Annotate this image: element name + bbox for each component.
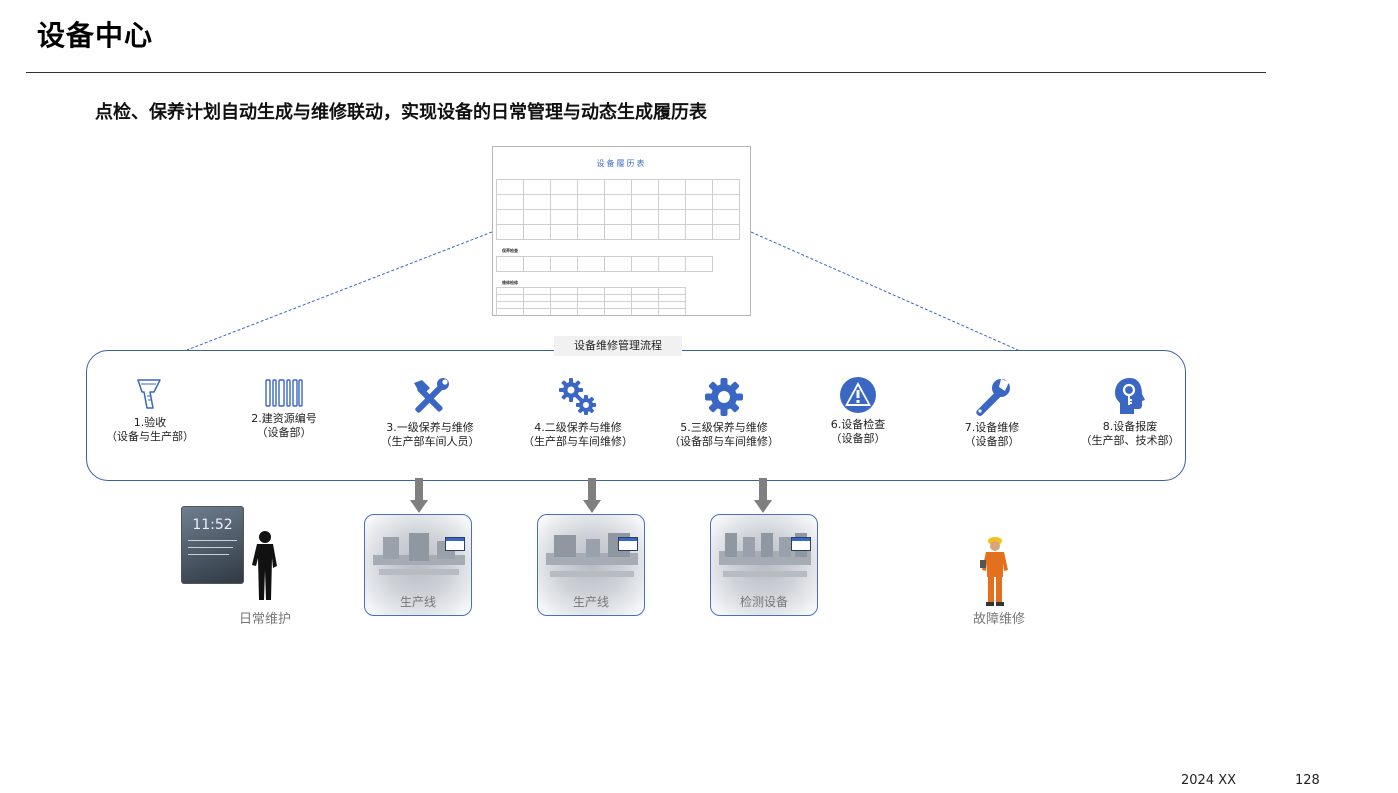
production-line-photo: 生产线 (537, 514, 645, 616)
tools-icon (414, 378, 449, 413)
history-form-info-table (496, 179, 740, 240)
flow-step-label: 8.设备报废 (1102, 420, 1158, 433)
flow-step-equipment-scrapping: 8.设备报废 （生产部、技术部） (1060, 376, 1200, 448)
page-subtitle: 点检、保养计划自动生成与维修联动，实现设备的日常管理与动态生成履历表 (95, 102, 707, 123)
phone-notification-line (188, 540, 237, 541)
page-title: 设备中心 (37, 19, 154, 52)
title-divider (26, 72, 1266, 73)
monitor-icon (445, 537, 465, 551)
maintenance-flow-panel (86, 350, 1186, 481)
flow-step-department: （设备部） (256, 426, 312, 439)
flow-step-level2-maintenance: 4.二级保养与维修 （生产部与车间维修） (508, 377, 648, 449)
history-form-repair-table (496, 287, 686, 315)
phone-notification-line (188, 547, 233, 548)
page-number: 128 (1295, 773, 1320, 788)
flow-step-label: 1.验收 (133, 416, 167, 429)
phone-notification-line (188, 554, 229, 555)
flow-step-acceptance: 1.验收 （设备与生产部） (80, 376, 220, 444)
head-key-icon (1115, 378, 1145, 414)
photo-caption: 生产线 (399, 595, 436, 609)
equipment-history-form: 设备履历表 保养检查 维修检修 (492, 146, 751, 316)
history-form-section-repair: 维修检修 (502, 280, 518, 285)
inspection-equipment-photo: 检测设备 (710, 514, 818, 616)
flow-step-level3-maintenance: 5.三级保养与维修 （设备部与车间维修） (654, 377, 794, 449)
phone-clock: 11:52 (192, 517, 233, 533)
flow-panel-label: 设备维修管理流程 (554, 336, 682, 356)
flow-step-department: （生产部、技术部） (1080, 434, 1180, 447)
factory-floor-image (719, 533, 811, 577)
flow-step-department: （设备与生产部） (106, 430, 194, 443)
wrench-icon (976, 379, 1010, 417)
gears-icon (559, 378, 596, 415)
factory-floor-image (373, 533, 465, 575)
flow-step-department: （生产部车间人员） (380, 435, 480, 448)
flow-step-asset-numbering: 2.建资源编号 （设备部） (214, 378, 354, 440)
gear-icon (705, 378, 743, 416)
footer-year: 2024 XX (1181, 773, 1237, 788)
down-arrow-icon (754, 478, 772, 513)
flow-step-label: 3.一级保养与维修 (386, 421, 474, 434)
flow-step-department: （设备部与车间维修） (669, 435, 779, 448)
history-form-section-maintenance: 保养检查 (502, 248, 518, 253)
factory-floor-image (546, 533, 638, 577)
repair-worker-image (980, 537, 1008, 606)
photo-caption: 检测设备 (739, 595, 788, 609)
flow-step-label: 2.建资源编号 (251, 412, 317, 425)
flow-step-label: 6.设备检查 (830, 418, 886, 431)
flow-step-label: 5.三级保养与维修 (680, 421, 768, 434)
production-line-photo: 生产线 (364, 514, 472, 616)
down-arrow-icon (583, 478, 601, 513)
warning-icon (840, 377, 876, 413)
worker-silhouette-image (252, 531, 277, 600)
barcode-icon (265, 379, 303, 407)
down-arrow-icon (410, 478, 428, 513)
flow-step-label: 7.设备维修 (964, 421, 1020, 434)
flow-step-department: （生产部与车间维修） (523, 435, 633, 448)
flow-step-department: （设备部） (830, 432, 886, 445)
flow-step-department: （设备部） (964, 435, 1020, 448)
flow-step-equipment-repair: 7.设备维修 （设备部） (922, 377, 1062, 449)
flow-step-label: 4.二级保养与维修 (534, 421, 622, 434)
flow-step-level1-maintenance: 3.一级保养与维修 （生产部车间人员） (360, 377, 500, 449)
phone-notification-image: 11:52 (181, 506, 244, 584)
monitor-icon (791, 537, 811, 551)
history-form-maintenance-table (496, 256, 713, 272)
history-form-title: 设备履历表 (596, 159, 647, 168)
photo-caption: 生产线 (572, 595, 609, 609)
barcode-scanner-icon (137, 379, 161, 409)
scene-caption-fault-repair: 故障维修 (973, 612, 1026, 627)
monitor-icon (618, 537, 638, 551)
flow-step-equipment-inspection: 6.设备检查 （设备部） (788, 376, 928, 446)
scene-caption-daily-maintenance: 日常维护 (239, 612, 292, 627)
